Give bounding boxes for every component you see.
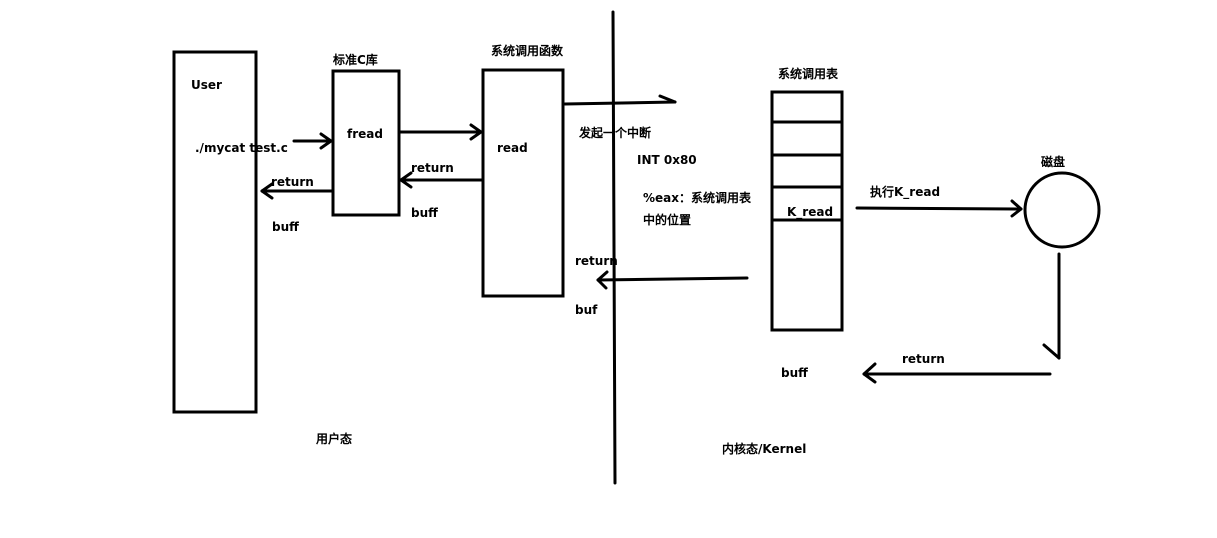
syscall-table-box [770, 90, 844, 332]
user-label: User [191, 78, 222, 92]
user-return-label: return [271, 175, 314, 189]
read-buf-label: buf [575, 303, 598, 317]
user-box [172, 50, 258, 414]
syscall-table-title: 系统调用表 [778, 66, 839, 81]
k-read-label: K_read [787, 205, 833, 220]
arrow-user-to-fread [292, 132, 333, 150]
exec-k-read-label: 执行K_read [870, 184, 940, 200]
int-instr-label: INT 0x80 [637, 153, 697, 167]
syscall-func-title: 系统调用函数 [491, 43, 564, 58]
kernel-boundary-line [611, 10, 617, 485]
arrow-fread-to-read [398, 123, 483, 141]
interrupt-label: 发起一个中断 [578, 125, 651, 140]
disk-return-label: return [902, 352, 945, 366]
stdlib-box [331, 69, 401, 217]
disk-buff-label: buff [781, 366, 808, 380]
arrow-read-return [399, 171, 485, 189]
kernel-mode-label: 内核态/Kernel [722, 441, 806, 456]
fread-return-label: return [411, 161, 454, 175]
arrow-to-disk [855, 199, 1023, 218]
stdlib-title: 标准C库 [332, 52, 378, 67]
arrow-disk-return [862, 252, 1061, 384]
arrow-fread-return [260, 182, 335, 200]
arrow-kernel-return [596, 270, 749, 290]
fread-label: fread [347, 127, 383, 141]
command-label: ./mycat test.c [195, 141, 288, 155]
disk-circle [1023, 171, 1101, 249]
disk-label: 磁盘 [1040, 154, 1065, 169]
user-buff-label: buff [272, 220, 299, 234]
user-mode-label: 用户态 [315, 431, 352, 446]
read-return-label: return [575, 254, 618, 268]
read-label: read [497, 141, 528, 155]
fread-buff-label: buff [411, 206, 438, 220]
arrow-interrupt [563, 94, 677, 106]
eax-line1-label: %eax：系统调用表 [643, 190, 752, 205]
syscall-func-box [481, 68, 565, 298]
eax-line2-label: 中的位置 [643, 212, 691, 227]
